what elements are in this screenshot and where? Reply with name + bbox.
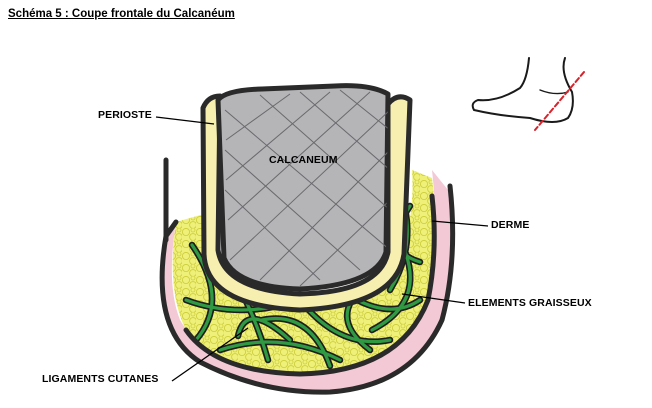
calcaneum-bone [215,83,391,292]
label-perioste: PERIOSTE [98,109,152,121]
label-elements-graisseux: ELEMENTS GRAISSEUX [468,297,592,309]
label-ligaments-cutanes: LIGAMENTS CUTANES [42,373,159,385]
fat-tissue [172,170,436,374]
foot-orientation-icon [471,57,585,131]
diagram-title: Schéma 5 : Coupe frontale du Calcanéum [8,8,235,20]
skin-outline [159,157,456,395]
label-calcaneum: CALCANEUM [269,154,338,166]
label-pointer-lines [155,116,489,382]
label-derme: DERME [491,219,530,231]
